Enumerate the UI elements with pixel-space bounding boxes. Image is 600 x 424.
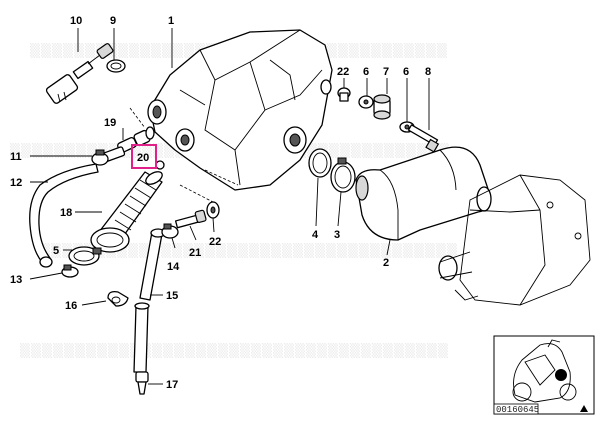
leader-lines: [29, 28, 430, 385]
airbox-background: [438, 174, 591, 306]
hose-clamp-13: [61, 264, 79, 278]
callout-2: 2: [383, 257, 389, 269]
inset-arrow-icon: [580, 405, 588, 412]
hose-clamp-3: [330, 157, 356, 193]
breather-hose-12: [29, 163, 99, 268]
callout-8: 8: [425, 66, 431, 78]
location-inset[interactable]: [493, 335, 595, 415]
reference-code-box: [493, 403, 539, 415]
callout-15: 15: [166, 290, 178, 302]
hose-nipple-19: [117, 126, 155, 153]
intake-silencer-housing: [147, 29, 333, 191]
hose-clamp-11: [91, 149, 109, 166]
intake-bellows-18: [90, 171, 163, 253]
callout-9: 9: [110, 15, 116, 27]
callout-14: 14: [167, 261, 180, 273]
highlighted-callout-20[interactable]: 20: [131, 144, 157, 169]
gasket-4: [308, 148, 332, 178]
grommet-22-upper: [337, 87, 351, 102]
callout-10: 10: [70, 15, 82, 27]
intake-duct-2: [355, 146, 492, 241]
callout-12: 12: [10, 177, 22, 189]
hose-clamp-14: [161, 223, 179, 239]
callout-11: 11: [10, 151, 22, 163]
callout-7: 7: [383, 66, 389, 78]
callout-6-a: 6: [363, 66, 369, 78]
hose-clamp-5: [68, 246, 102, 266]
callout-5: 5: [53, 245, 59, 257]
callout-21: 21: [189, 247, 201, 259]
callout-22-lower: 22: [209, 236, 221, 248]
washer-6-a: [358, 95, 374, 109]
callout-6-b: 6: [403, 66, 409, 78]
callout-22-upper: 22: [337, 66, 349, 78]
assembly-guide-lines: [129, 107, 239, 204]
callout-numbers: 10 9 1 22 6 7 6 8 19 11 12 18 5 13 16 14…: [10, 15, 431, 391]
callout-18: 18: [60, 207, 72, 219]
callout-20: 20: [137, 152, 149, 164]
clip-16: [107, 290, 129, 307]
callout-4: 4: [312, 229, 319, 241]
highlight-box: [131, 144, 157, 169]
intake-air-temp-sensor: [45, 43, 114, 104]
drain-valve-17: [135, 371, 149, 395]
callout-3: 3: [334, 229, 340, 241]
screw-21: [174, 209, 207, 229]
callout-19: 19: [104, 117, 116, 129]
grommet-22-lower: [206, 201, 220, 219]
reference-code: 00160645: [496, 405, 539, 415]
svg-text:▒▒▒▒▒▒▒▒▒▒▒▒▒▒▒▒▒▒▒▒▒▒▒▒▒▒▒▒▒▒: ▒▒▒▒▒▒▒▒▒▒▒▒▒▒▒▒▒▒▒▒▒▒▒▒▒▒▒▒▒▒▒▒▒▒▒▒▒▒: [40, 242, 458, 259]
o-ring-9: [106, 59, 126, 73]
callout-13: 13: [10, 274, 22, 286]
rubber-mount-7: [373, 94, 391, 120]
bolt-8: [407, 124, 440, 153]
svg-text:▒▒▒▒▒▒▒▒▒▒▒▒▒▒▒▒▒▒▒▒▒▒▒▒▒▒▒▒▒▒: ▒▒▒▒▒▒▒▒▒▒▒▒▒▒▒▒▒▒▒▒▒▒▒▒▒▒▒▒▒▒▒▒▒▒▒▒▒▒▒: [20, 342, 449, 359]
callout-17: 17: [166, 379, 178, 391]
callout-16: 16: [65, 300, 77, 312]
callout-1: 1: [168, 15, 174, 27]
